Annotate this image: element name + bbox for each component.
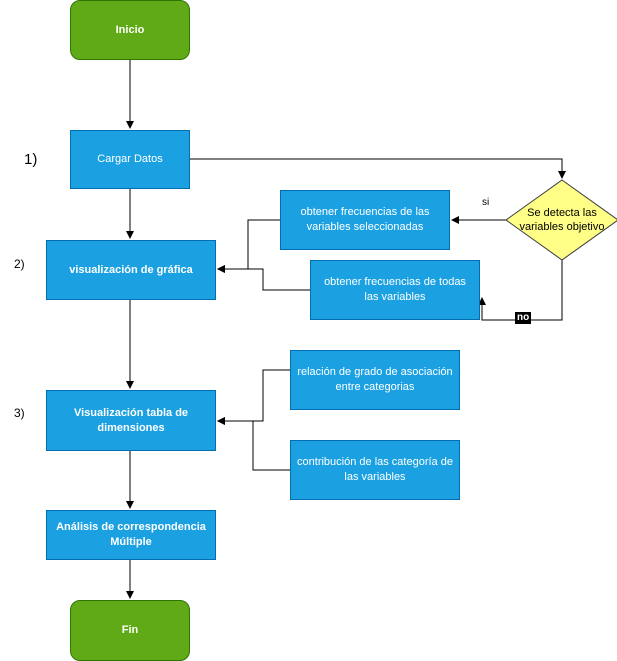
node-frecuencias-seleccionadas-label: obtener frecuencias de las variables sel… — [300, 206, 430, 233]
edge-decision-frectodas — [478, 260, 563, 321]
edge-cargar-decision — [190, 158, 566, 179]
node-analisis-label: Análisis de correspondencia Múltiple — [56, 521, 206, 548]
edge-label-no: no — [517, 312, 530, 323]
step-number-3: 3) — [14, 406, 25, 420]
node-fin: Fin — [70, 600, 190, 661]
node-relacion-label: relación de grado de asociación entre ca… — [297, 366, 453, 393]
node-visualizacion-grafica: visualización de gráfica — [46, 240, 216, 300]
node-tabla-dimensiones-label: Visualización tabla de dimensiones — [73, 406, 189, 434]
node-frecuencias-seleccionadas: obtener frecuencias de las variables sel… — [280, 190, 450, 250]
decision-label: Se detecta las variables objetivo — [519, 207, 605, 233]
edge-frecsel-visual — [217, 219, 280, 273]
node-contribucion: contribución de las categoría de las var… — [290, 440, 460, 500]
node-frecuencias-todas-label: obtener frecuencias de todas las variabl… — [324, 276, 466, 303]
node-inicio-label: Inicio — [115, 23, 145, 36]
edge-relacion-tabla — [217, 369, 290, 425]
node-fin-label: Fin — [121, 624, 139, 636]
edge-frectodas-visual — [217, 265, 310, 291]
node-cargar-datos: Cargar Datos — [70, 130, 190, 189]
node-inicio: Inicio — [70, 0, 190, 60]
edge-label-si: si — [482, 197, 490, 208]
node-analisis: Análisis de correspondencia Múltiple — [46, 510, 216, 560]
node-tabla-dimensiones: Visualización tabla de dimensiones — [46, 390, 216, 451]
node-relacion: relación de grado de asociación entre ca… — [290, 350, 460, 410]
no-label-bg — [515, 312, 531, 324]
edge-contribucion-tabla — [217, 417, 290, 471]
step-number-2: 2) — [14, 257, 25, 271]
node-contribucion-label: contribución de las categoría de las var… — [297, 456, 453, 483]
decision-shape — [505, 179, 617, 261]
step-number-1: 1) — [24, 151, 38, 168]
node-cargar-datos-label: Cargar Datos — [97, 153, 163, 165]
node-frecuencias-todas: obtener frecuencias de todas las variabl… — [310, 260, 480, 320]
node-visualizacion-grafica-label: visualización de gráfica — [69, 263, 193, 276]
